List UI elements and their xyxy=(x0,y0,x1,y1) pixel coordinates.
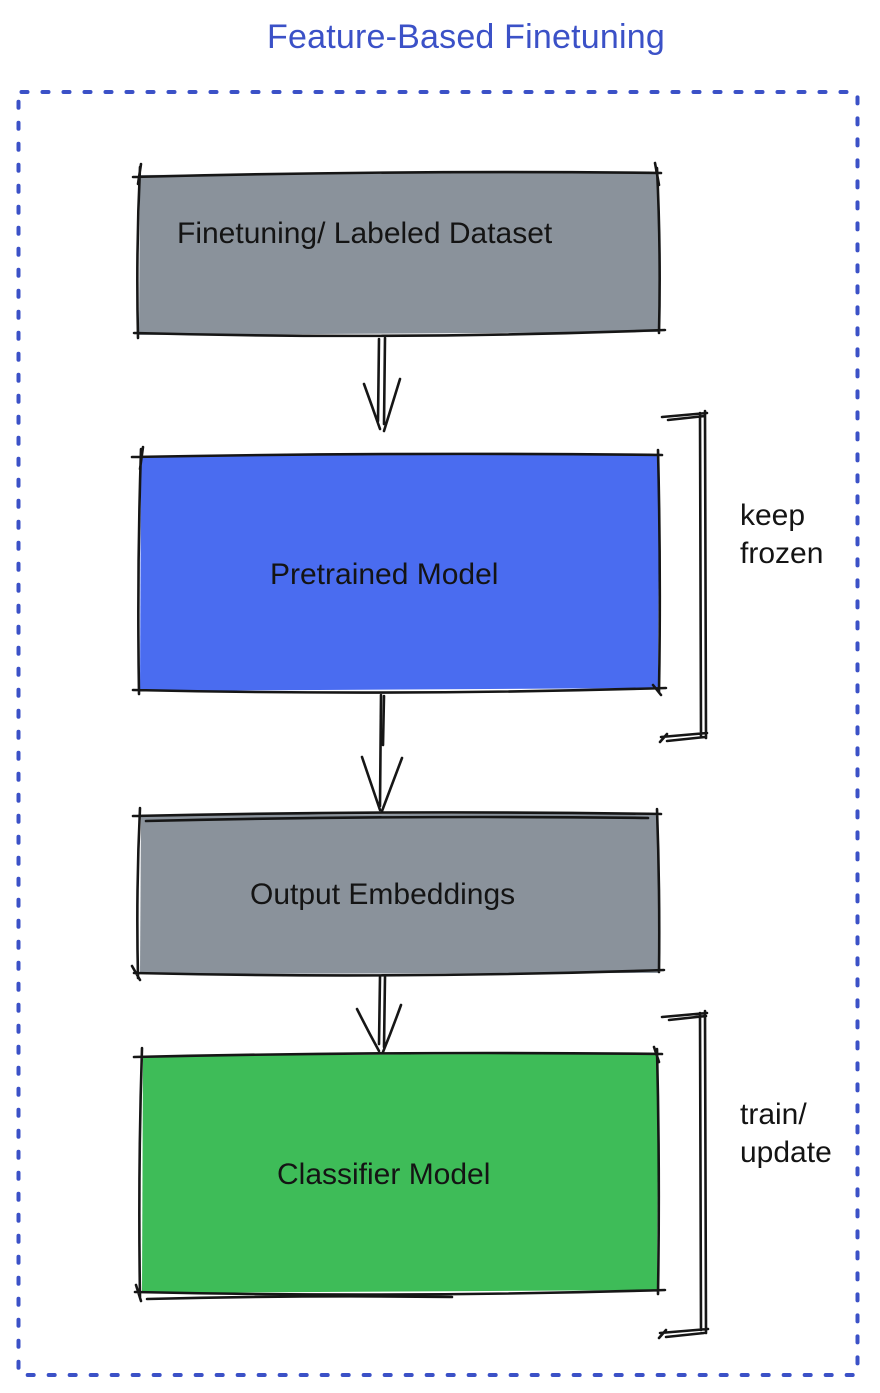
train-update-label: train/ update xyxy=(740,1096,832,1172)
pretrained-model-box xyxy=(140,454,659,691)
arrow-down-3 xyxy=(355,975,403,1054)
finetuning-dataset-outline xyxy=(131,161,667,340)
ink-strokes xyxy=(130,161,710,1340)
train-update-bracket xyxy=(657,1009,710,1340)
train-update-line1: train/ xyxy=(740,1098,807,1131)
finetuning-dataset-label: Finetuning/ Labeled Dataset xyxy=(177,217,553,250)
arrow-down-1 xyxy=(362,336,402,433)
output-embeddings-label: Output Embeddings xyxy=(250,878,516,911)
keep-frozen-label: keep frozen xyxy=(740,497,823,573)
classifier-model-outline xyxy=(132,1045,667,1303)
train-update-line2: update xyxy=(740,1136,832,1169)
classifier-model-label: Classifier Model xyxy=(277,1158,491,1191)
output-embeddings-outline xyxy=(130,806,666,982)
keep-frozen-line1: keep xyxy=(740,499,806,532)
finetuning-dataset-box xyxy=(139,172,659,335)
keep-frozen-bracket xyxy=(658,409,709,744)
dotted-frame xyxy=(16,90,860,1377)
classifier-model-box xyxy=(142,1053,658,1293)
pretrained-model-label: Pretrained Model xyxy=(270,558,499,591)
pretrained-model-outline xyxy=(130,445,668,697)
keep-frozen-line2: frozen xyxy=(740,537,824,570)
arrow-down-2 xyxy=(360,693,404,813)
output-embeddings-box xyxy=(140,813,659,974)
diagram-title: Feature-Based Finetuning xyxy=(267,18,665,56)
